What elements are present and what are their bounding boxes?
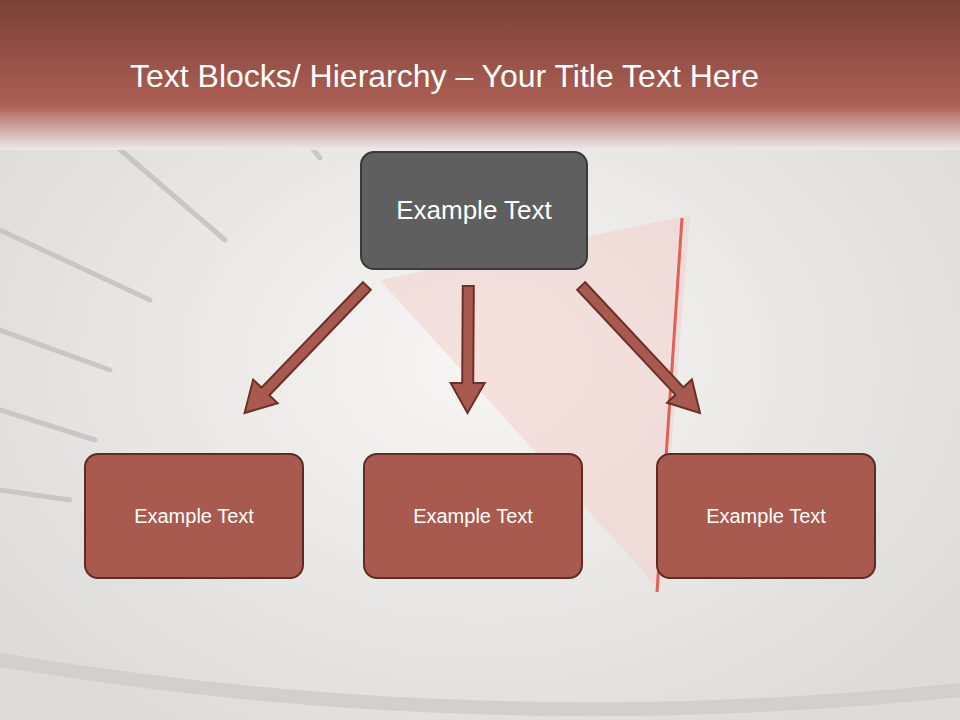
child-box: Example Text bbox=[84, 453, 304, 579]
child-box: Example Text bbox=[656, 453, 876, 579]
block-arrow bbox=[577, 282, 700, 413]
gauge-ticks bbox=[0, 115, 320, 500]
block-arrow bbox=[245, 282, 371, 413]
box-label: Example Text bbox=[396, 195, 552, 226]
block-arrow bbox=[451, 286, 485, 413]
box-label: Example Text bbox=[706, 505, 826, 528]
root-box: Example Text bbox=[360, 151, 588, 270]
title-band bbox=[0, 0, 960, 150]
slide-title: Text Blocks/ Hierarchy – Your Title Text… bbox=[130, 56, 890, 96]
box-label: Example Text bbox=[413, 505, 533, 528]
box-label: Example Text bbox=[134, 505, 254, 528]
gauge-rim bbox=[0, 660, 960, 709]
child-box: Example Text bbox=[363, 453, 583, 579]
